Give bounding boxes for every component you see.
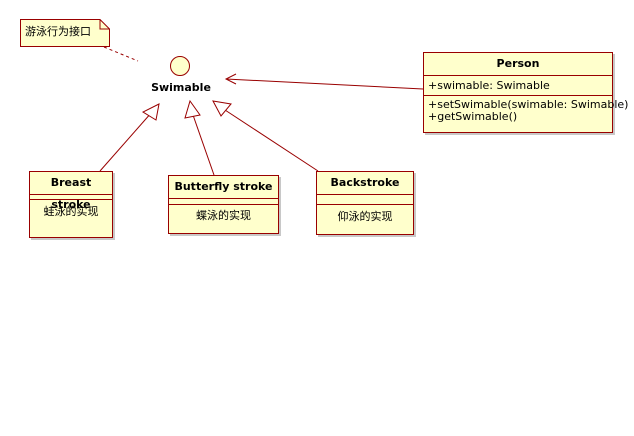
interface-circle[interactable]: [170, 56, 190, 76]
note[interactable]: 游泳行为接口: [20, 19, 110, 47]
person-operation: +getSwimable(): [428, 110, 518, 123]
breast-stroke-attributes: [30, 194, 112, 199]
person-class-name: Person: [496, 57, 540, 70]
backstroke-operations: 仰泳的实现: [317, 204, 413, 223]
butterfly-stroke-class-name: Butterfly stroke: [174, 180, 273, 193]
realization-arrowhead-breast: [141, 103, 160, 121]
note-text: 游泳行为接口: [25, 25, 91, 38]
dependency-arrowhead: [224, 73, 237, 85]
breast-stroke-class[interactable]: Breast stroke 蛙泳的实现: [29, 171, 113, 238]
realization-line-butterfly: [192, 114, 215, 176]
person-class[interactable]: Person +swimable: Swimable +setSwimable(…: [423, 52, 629, 133]
person-attribute: +swimable: Swimable: [428, 79, 550, 92]
realization-line-breast: [99, 111, 153, 172]
person-attributes: +swimable: Swimable: [424, 75, 612, 95]
interface-name: Swimable: [151, 81, 211, 94]
butterfly-stroke-class[interactable]: Butterfly stroke 蝶泳的实现: [168, 175, 279, 234]
backstroke-attributes: [317, 194, 413, 204]
dependency-line: [225, 78, 424, 90]
backstroke-class[interactable]: Backstroke 仰泳的实现: [316, 171, 414, 235]
note-shape: [20, 19, 110, 47]
breast-stroke-operations: 蛙泳的实现: [30, 199, 112, 218]
breast-stroke-description: 蛙泳的实现: [43, 205, 99, 218]
person-operation: +setSwimable(swimable: Swimable): [428, 98, 629, 111]
breast-stroke-class-name: Breast stroke: [50, 176, 92, 211]
butterfly-stroke-description: 蝶泳的实现: [196, 209, 251, 222]
person-operations: +setSwimable(swimable: Swimable) +getSwi…: [424, 95, 629, 123]
note-anchor-line: [103, 46, 139, 62]
realization-line-backstroke: [224, 109, 319, 172]
backstroke-description: 仰泳的实现: [337, 210, 393, 223]
realization-arrowhead-backstroke: [212, 100, 232, 117]
butterfly-stroke-operations: 蝶泳的实现: [169, 204, 278, 222]
butterfly-stroke-attributes: [169, 198, 278, 204]
backstroke-class-name: Backstroke: [330, 176, 400, 189]
realization-arrowhead-butterfly: [184, 99, 201, 119]
